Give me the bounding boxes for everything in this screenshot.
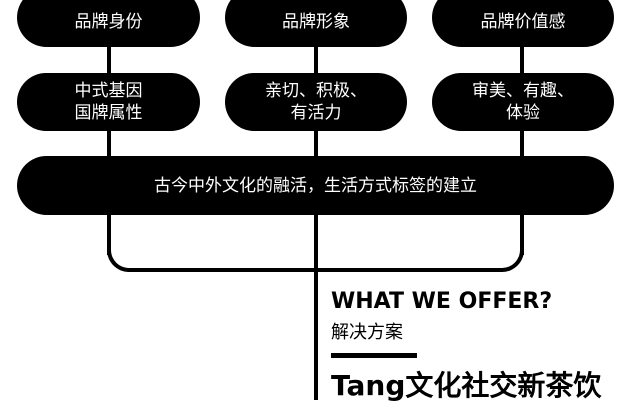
offer-subtitle: 解决方案: [331, 322, 403, 343]
pill-label: 品牌形象: [282, 11, 350, 32]
offer-title: WHAT WE OFFER?: [331, 289, 553, 314]
pill-brand-identity: 品牌身份: [17, 0, 200, 47]
pill-friendly-active: 亲切、积极、 有活力: [225, 73, 407, 131]
pill-aesthetic-fun: 审美、有趣、 体验: [432, 73, 614, 131]
pill-line-2: 有活力: [290, 103, 342, 123]
summary-pill: 古今中外文化的融活，生活方式标签的建立: [17, 156, 614, 215]
offer-block: WHAT WE OFFER? 解决方案 Tang文化社交新茶饮: [331, 289, 601, 404]
pill-line-2: 国牌属性: [74, 103, 143, 123]
pill-line-1: 亲切、积极、: [265, 81, 367, 101]
pill-label: 品牌价值感: [480, 11, 566, 32]
pill-line-1: 审美、有趣、: [472, 81, 574, 101]
pill-brand-image: 品牌形象: [225, 0, 407, 47]
bracket-connector: [107, 215, 524, 272]
pill-chinese-gene: 中式基因 国牌属性: [17, 73, 200, 131]
pill-line-1: 中式基因: [74, 81, 143, 101]
connector-line-center: [314, 40, 318, 400]
connector-line-left: [107, 40, 111, 255]
offer-divider: [331, 353, 417, 358]
offer-brand: Tang文化社交新茶饮: [331, 369, 602, 402]
pill-line-2: 体验: [506, 103, 540, 123]
pill-brand-value: 品牌价值感: [432, 0, 614, 47]
pill-label: 品牌身份: [74, 11, 143, 32]
summary-text: 古今中外文化的融活，生活方式标签的建立: [154, 175, 477, 196]
connector-line-right: [520, 40, 524, 255]
